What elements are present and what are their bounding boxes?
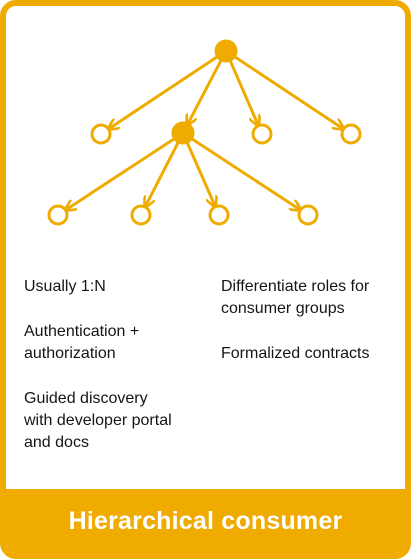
connection-arrow — [109, 55, 220, 129]
provider-node — [214, 39, 238, 63]
consumer-node — [90, 123, 112, 145]
connection-arrow — [66, 136, 177, 209]
feature-item: Formalized contracts — [221, 345, 370, 362]
right-feature-list: Differentiate roles for consumer groups … — [221, 276, 405, 388]
consumer-node — [340, 123, 362, 145]
consumer-node — [297, 204, 319, 226]
feature-item: Authentication + authorization — [24, 323, 140, 362]
connection-arrow — [185, 140, 215, 206]
connection-arrow — [188, 58, 223, 124]
consumer-node — [47, 204, 69, 226]
connection-arrow — [232, 55, 342, 129]
hierarchy-diagram — [47, 39, 362, 226]
left-feature-list: Usually 1:N Authentication + authorizati… — [24, 276, 214, 477]
connection-arrow — [146, 140, 180, 206]
provider-node — [171, 121, 195, 145]
feature-item: Differentiate roles for consumer groups — [221, 278, 370, 317]
connection-arrow — [228, 58, 258, 125]
feature-item: Usually 1:N — [24, 278, 106, 295]
consumer-node — [130, 204, 152, 226]
footer-banner: Hierarchical consumer — [6, 489, 405, 553]
connection-arrow — [189, 136, 299, 209]
consumer-node — [251, 123, 273, 145]
consumer-node — [208, 204, 230, 226]
feature-item: Guided discovery with developer portal a… — [24, 390, 172, 451]
footer-title: Hierarchical consumer — [68, 506, 343, 535]
